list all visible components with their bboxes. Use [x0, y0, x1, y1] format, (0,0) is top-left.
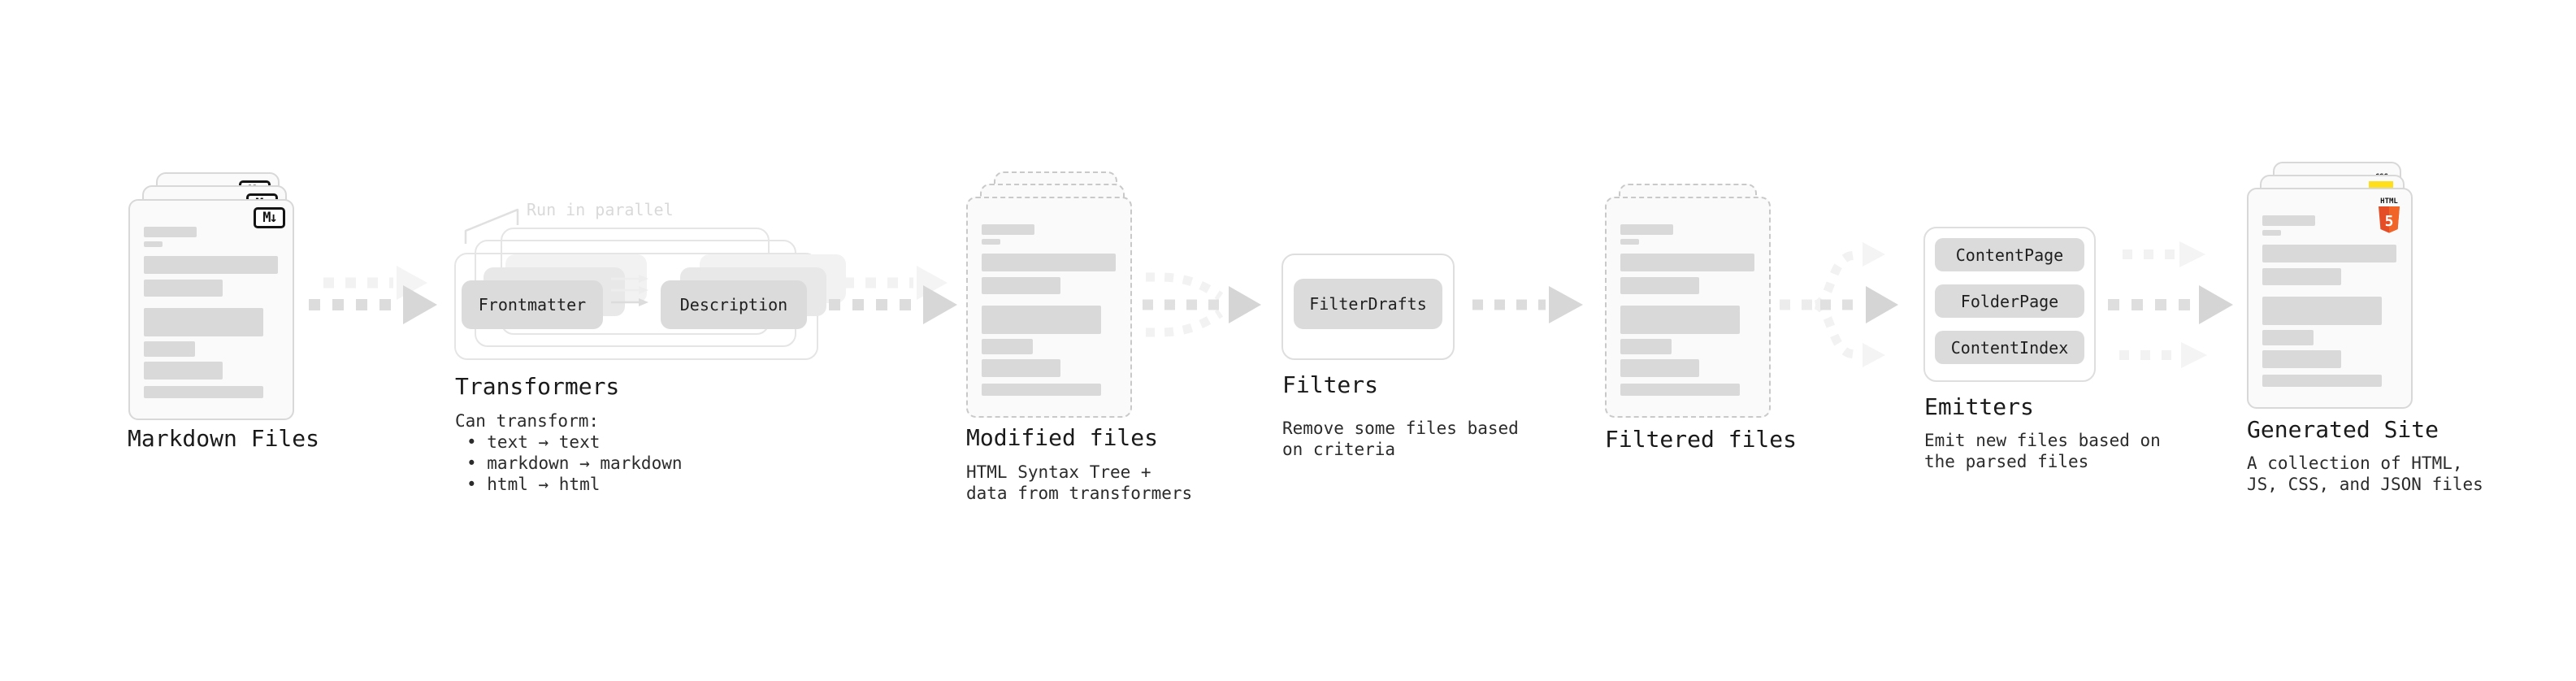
site-file-front: HTML 5	[2247, 188, 2413, 409]
markdown-icon: M↓	[254, 207, 285, 228]
description-pill: Description	[661, 280, 807, 329]
doc-line	[144, 308, 263, 336]
doc-placeholder-lines	[1607, 198, 1769, 416]
description-line: HTML Syntax Tree +	[966, 462, 1151, 482]
description-line: Remove some files based	[1282, 419, 1519, 438]
svg-text:5: 5	[2385, 213, 2394, 230]
doc-line	[144, 241, 163, 247]
svg-text:HTML: HTML	[2380, 197, 2398, 206]
filterdrafts-pill: FilterDrafts	[1294, 279, 1442, 329]
doc-line	[982, 277, 1060, 294]
markdown-files-label: Markdown Files	[128, 425, 320, 452]
modified-file-front	[966, 197, 1132, 418]
doc-line	[2262, 230, 2281, 236]
transform-bullet: • markdown → markdown	[466, 453, 683, 473]
modified-files-label: Modified files	[966, 424, 1159, 451]
doc-line	[982, 254, 1116, 271]
doc-line	[2262, 375, 2382, 387]
can-transform-heading: Can transform:	[455, 411, 600, 431]
flow-arrow-markdown-to-transformers	[309, 266, 437, 324]
filters-label: Filters	[1282, 371, 1379, 398]
description-line: JS, CSS, and JSON files	[2247, 475, 2483, 494]
doc-line	[982, 339, 1033, 354]
run-in-parallel-label: Run in parallel	[527, 200, 674, 219]
doc-line	[144, 362, 223, 380]
doc-line	[982, 306, 1101, 334]
doc-line	[1620, 339, 1672, 354]
generated-site-description: A collection of HTML, JS, CSS, and JSON …	[2247, 453, 2483, 495]
flow-arrow-modified-to-filters	[1143, 272, 1261, 337]
doc-line	[2262, 297, 2382, 325]
filters-description: Remove some files based on criteria	[1282, 418, 1519, 460]
doc-line	[982, 224, 1034, 235]
doc-line	[982, 384, 1101, 396]
doc-line	[1620, 359, 1699, 377]
doc-line	[144, 256, 278, 274]
doc-placeholder-lines	[968, 198, 1130, 416]
description-line: the parsed files	[1924, 452, 2089, 471]
flow-arrow-filtered-to-emitters	[1780, 242, 1898, 367]
emitters-label: Emitters	[1924, 393, 2034, 420]
generated-site-label: Generated Site	[2247, 416, 2439, 443]
modified-files-description: HTML Syntax Tree + data from transformer…	[966, 462, 1192, 504]
doc-placeholder-lines	[2249, 189, 2411, 407]
contentpage-pill: ContentPage	[1935, 238, 2084, 271]
markdown-file-front: M↓	[128, 199, 294, 420]
flow-arrow-transformers-to-modified	[829, 266, 957, 324]
filtered-file-front	[1605, 197, 1771, 418]
description-line: A collection of HTML,	[2247, 453, 2463, 473]
doc-line	[982, 239, 1000, 245]
doc-line	[1620, 254, 1754, 271]
html5-shield: HTML 5	[2379, 197, 2400, 233]
flow-arrow-emitters-to-site	[2108, 241, 2233, 368]
filtered-files-label: Filtered files	[1605, 426, 1798, 453]
callout-line	[464, 208, 519, 244]
folderpage-pill: FolderPage	[1935, 284, 2084, 318]
doc-line	[1620, 384, 1740, 396]
doc-line	[1620, 277, 1699, 294]
frontmatter-pill: Frontmatter	[462, 280, 603, 329]
transform-bullet: • text → text	[466, 432, 601, 452]
doc-line	[1620, 306, 1740, 334]
markdown-icon-label: M↓	[262, 210, 278, 226]
parallel-arrows-icon	[611, 275, 648, 306]
doc-line	[2262, 215, 2315, 226]
description-line: on criteria	[1282, 440, 1396, 459]
doc-line	[2262, 330, 2314, 345]
contentindex-pill: ContentIndex	[1935, 331, 2084, 364]
doc-line	[144, 227, 197, 237]
doc-line	[1620, 239, 1639, 245]
doc-line	[2262, 268, 2341, 285]
doc-line	[982, 359, 1060, 377]
doc-placeholder-lines	[130, 201, 293, 419]
description-line: data from transformers	[966, 484, 1193, 503]
description-line: Emit new files based on	[1924, 431, 2161, 450]
transformers-description: Can transform: • text → text • markdown …	[455, 410, 683, 495]
transform-bullet: • html → html	[466, 475, 601, 494]
doc-line	[2262, 350, 2341, 368]
doc-line	[1620, 224, 1673, 235]
doc-line	[144, 280, 223, 297]
doc-line	[2262, 245, 2396, 262]
doc-line	[144, 386, 263, 398]
html5-icon: HTML 5	[2374, 196, 2404, 235]
doc-line	[144, 341, 195, 357]
transformers-label: Transformers	[455, 373, 620, 400]
flow-arrow-filters-to-filtered	[1472, 286, 1583, 323]
emitters-description: Emit new files based on the parsed files	[1924, 430, 2161, 472]
